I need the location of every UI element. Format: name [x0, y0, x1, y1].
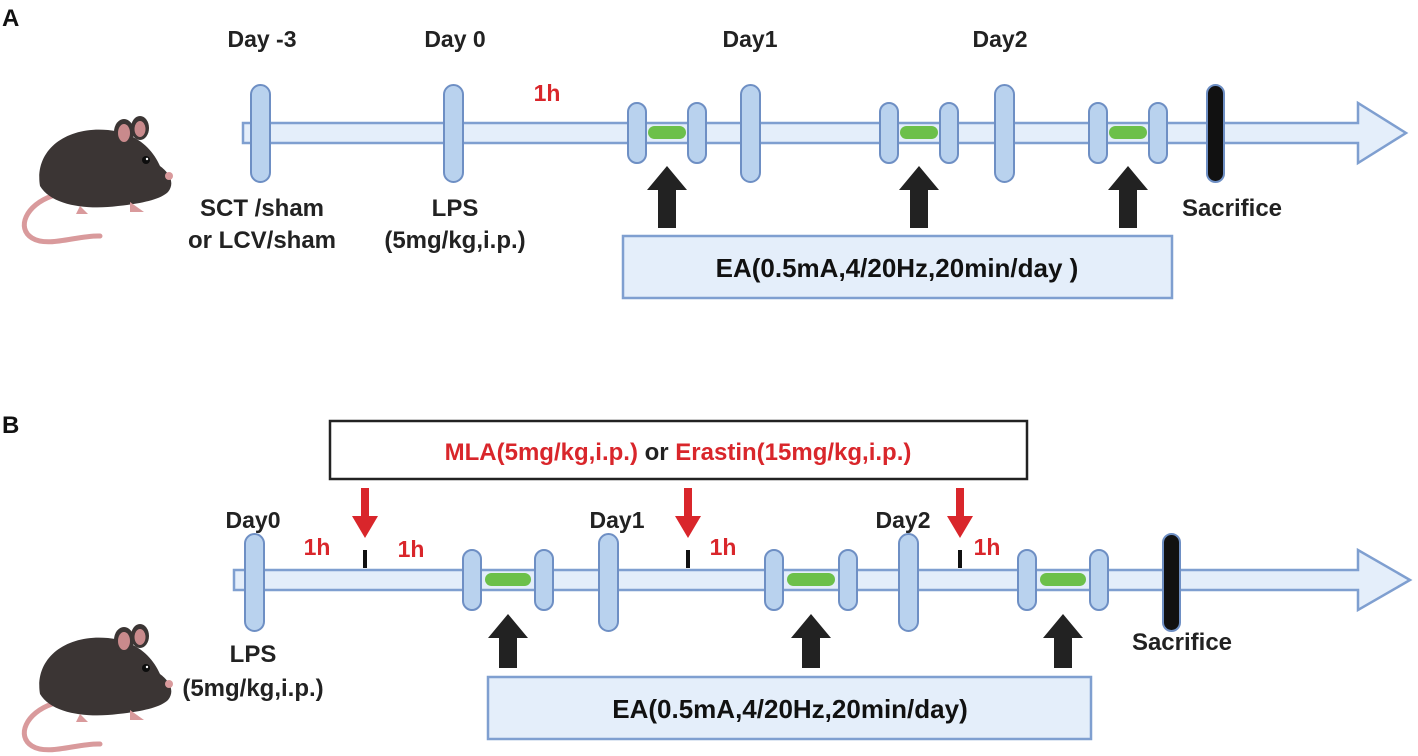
up-arrow-icon — [488, 614, 528, 668]
timeline-arrow-a — [241, 100, 1409, 166]
up-arrow-icon — [791, 614, 831, 668]
mouse-icon — [24, 116, 173, 242]
sacrifice-bar — [1206, 84, 1225, 183]
interval-day1-label: 1h — [710, 534, 737, 560]
interval-after-label: 1h — [398, 536, 425, 562]
ea-session — [462, 549, 554, 611]
ea-session — [1017, 549, 1109, 611]
panel-b-letter: B — [2, 412, 19, 439]
ea-box-label: EA(0.5mA,4/20Hz,20min/day) — [612, 694, 967, 724]
down-arrow-icon — [675, 488, 701, 538]
tick-day1 — [740, 84, 761, 183]
sct-label-line2: or LCV/sham — [188, 227, 336, 254]
tick-day2 — [994, 84, 1015, 183]
ea-session — [627, 102, 707, 164]
ea-session — [1088, 102, 1168, 164]
ea-session — [879, 102, 959, 164]
sct-label-line1: SCT /sham — [200, 195, 324, 222]
drug-box — [328, 419, 1029, 481]
drug-or-label: or — [638, 439, 675, 466]
lps-label: LPS — [230, 641, 277, 668]
mouse-icon — [24, 624, 173, 750]
day-minus3-label: Day -3 — [227, 26, 296, 52]
sacrifice-bar — [1162, 533, 1181, 632]
lps-label: LPS — [432, 195, 479, 222]
tick-day2 — [898, 533, 919, 632]
up-arrow-icon — [1043, 614, 1083, 668]
up-arrow-icon — [899, 166, 939, 228]
day1-label: Day1 — [723, 26, 778, 52]
day0-label: Day0 — [226, 507, 281, 533]
lps-dose-label: (5mg/kg,i.p.) — [182, 675, 323, 702]
panel-a-letter: A — [2, 5, 19, 32]
interval-day2-label: 1h — [974, 534, 1001, 560]
tick-day-minus3 — [250, 84, 271, 183]
dose-marker — [363, 550, 367, 568]
drug-erastin-label: Erastin(15mg/kg,i.p.) — [675, 439, 911, 466]
day2-label: Day2 — [876, 507, 931, 533]
lps-dose-label: (5mg/kg,i.p.) — [384, 227, 525, 254]
drug-mla-label: MLA(5mg/kg,i.p.) — [445, 439, 638, 466]
day1-label: Day1 — [590, 507, 645, 533]
day0-label: Day 0 — [424, 26, 485, 52]
tick-day0 — [244, 533, 265, 632]
up-arrow-icon — [1108, 166, 1148, 228]
ea-box-label: EA(0.5mA,4/20Hz,20min/day ) — [716, 253, 1079, 283]
dose-marker — [958, 550, 962, 568]
drug-box-label: MLA(5mg/kg,i.p.) or Erastin(15mg/kg,i.p.… — [445, 439, 912, 466]
down-arrow-icon — [352, 488, 378, 538]
tick-day0 — [443, 84, 464, 183]
sacrifice-label: Sacrifice — [1132, 629, 1232, 656]
day2-label: Day2 — [973, 26, 1028, 52]
interval-before-label: 1h — [304, 534, 331, 560]
ea-box — [486, 675, 1093, 741]
ea-session — [764, 549, 858, 611]
up-arrow-icon — [647, 166, 687, 228]
ea-box — [621, 234, 1174, 300]
interval-label: 1h — [534, 80, 561, 106]
dose-marker — [686, 550, 690, 568]
sacrifice-label: Sacrifice — [1182, 195, 1282, 222]
down-arrow-icon — [947, 488, 973, 538]
tick-day1 — [598, 533, 619, 632]
